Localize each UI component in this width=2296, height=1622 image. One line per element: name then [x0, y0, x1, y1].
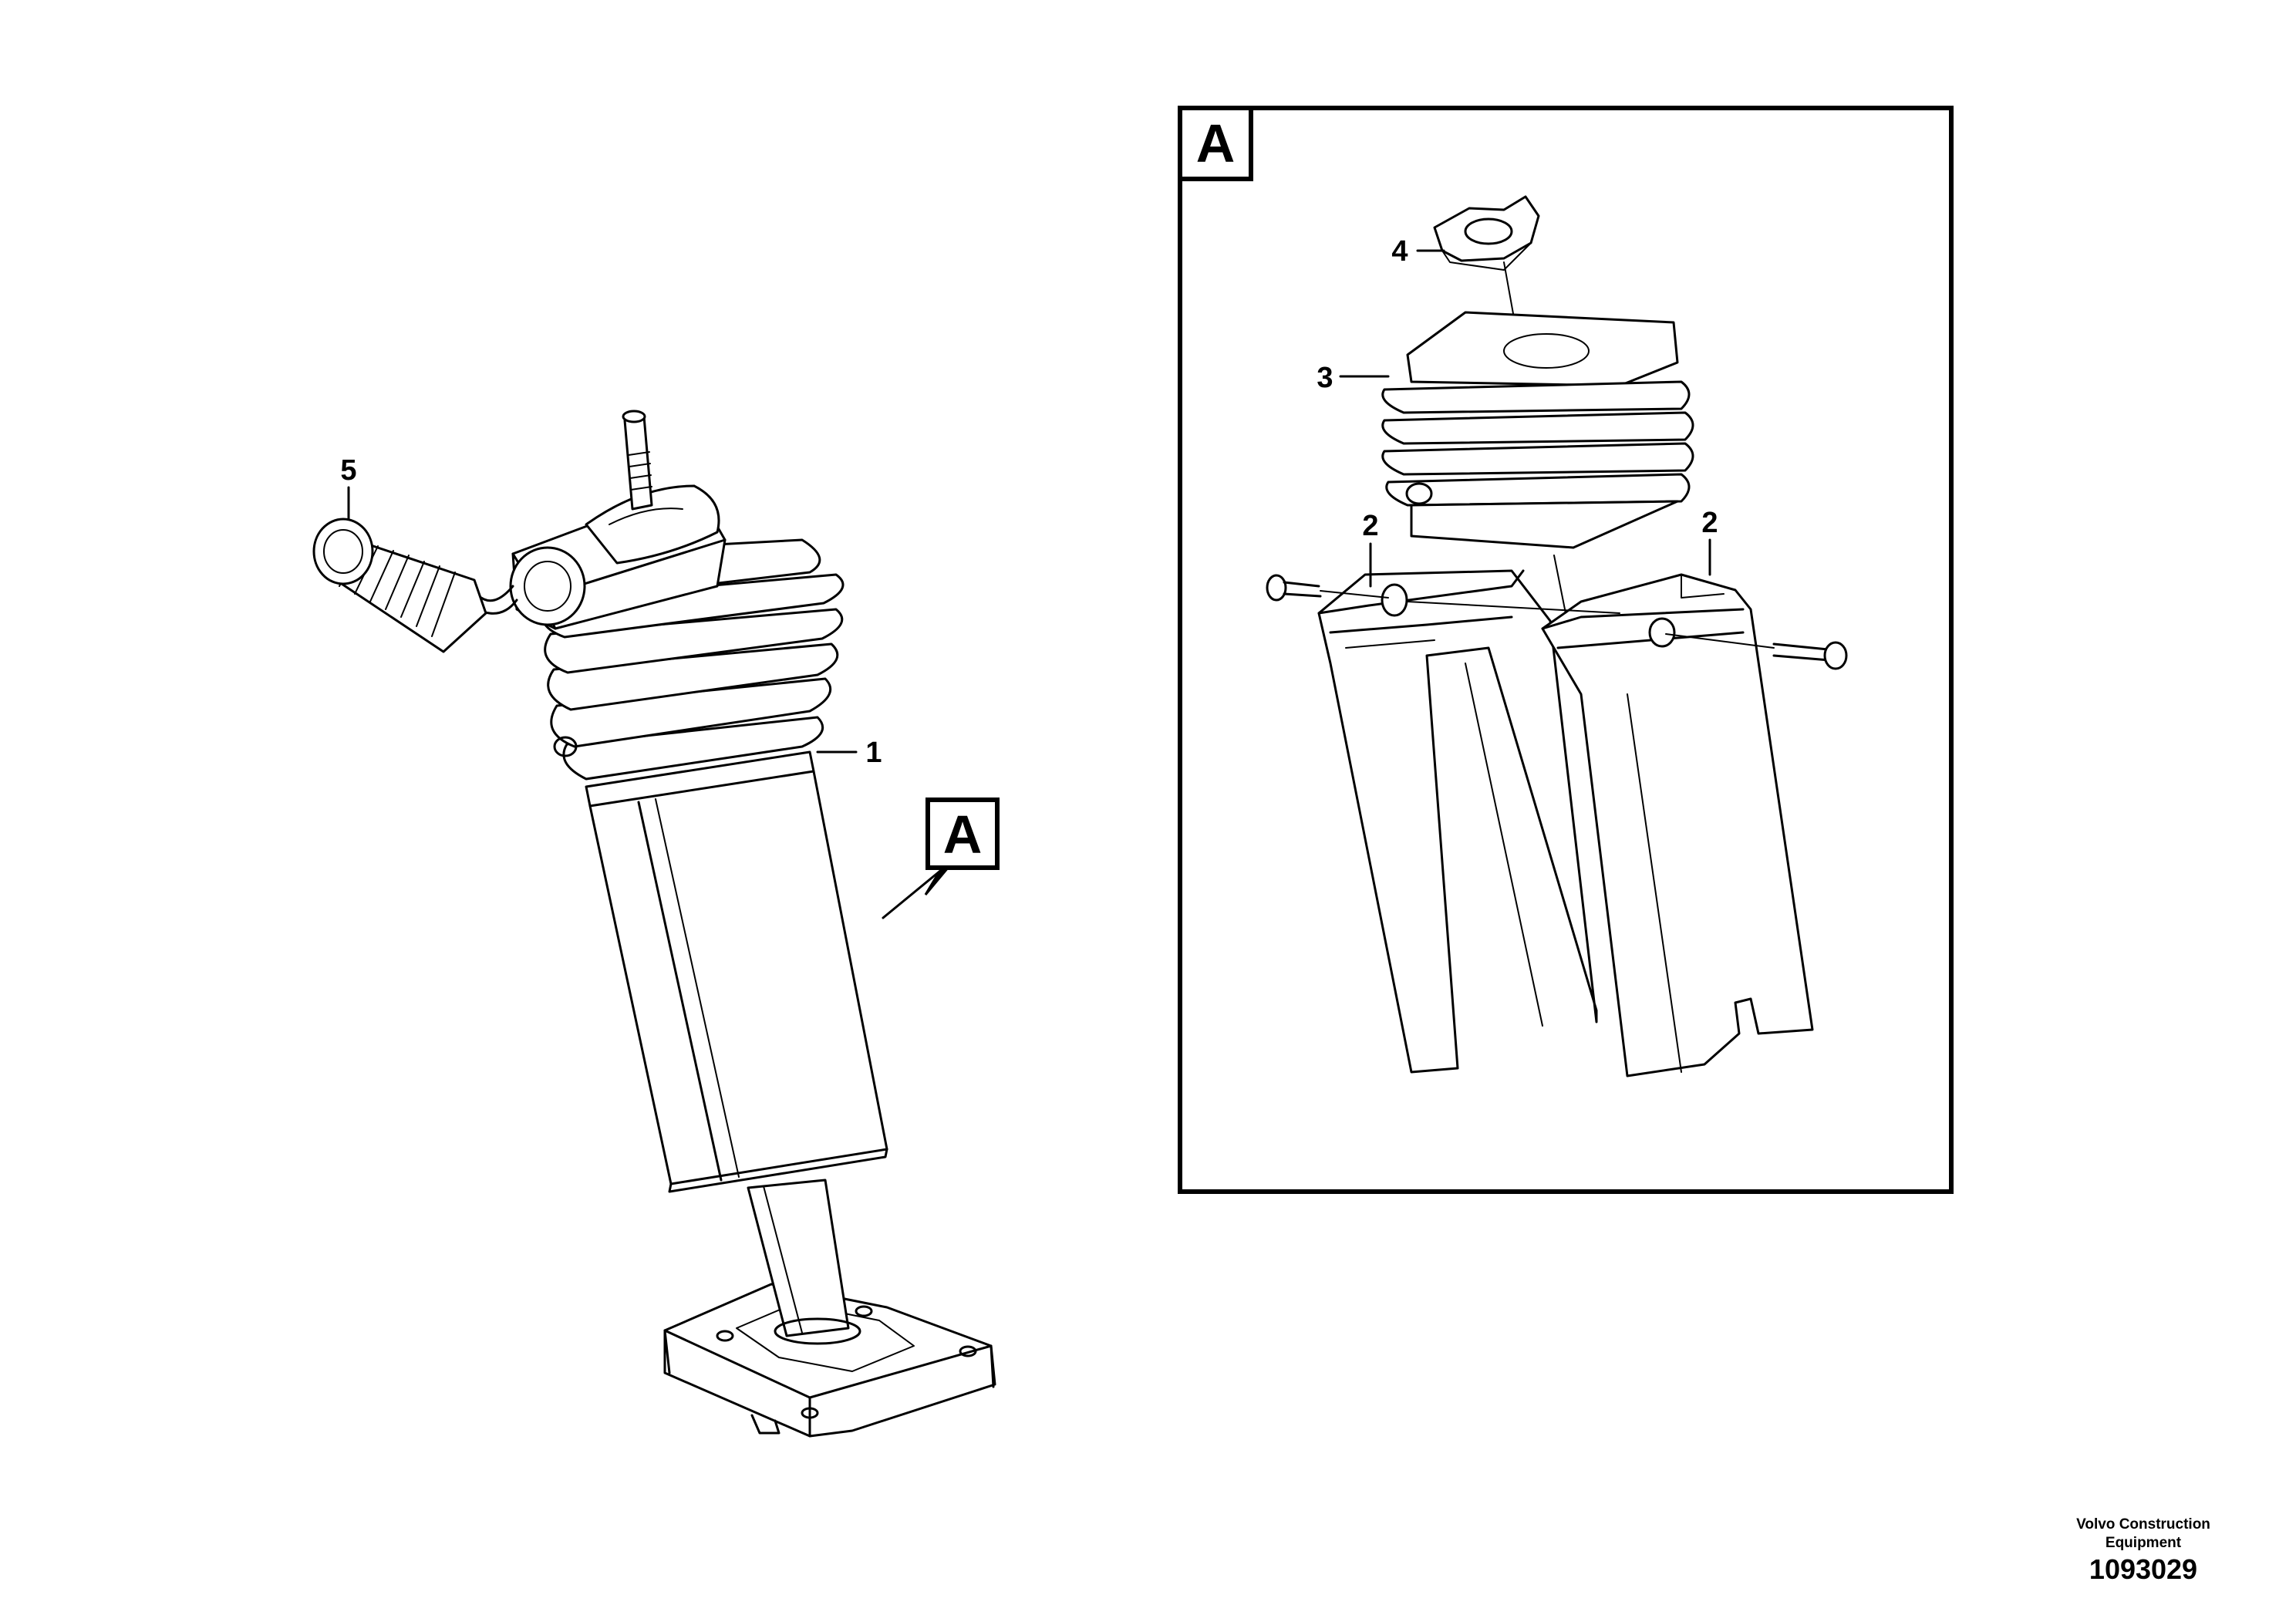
lever-shaft: [747, 1179, 861, 1345]
manufacturer-line-2: Equipment: [2105, 1535, 2182, 1551]
handle-grip: [312, 518, 518, 653]
housing-half-left: [1317, 569, 1598, 1074]
callout-2-right: 2: [1701, 507, 1718, 539]
retainer-clip: [1433, 195, 1540, 271]
housing-half-right: [1541, 573, 1814, 1077]
callout-5: 5: [340, 454, 356, 487]
illustration-footer: Volvo Construction Equipment 1093029: [2058, 1516, 2228, 1587]
control-lever-assembly: [312, 410, 1000, 1438]
boot-housing: [585, 750, 888, 1193]
view-a-pointer-label: A: [943, 804, 983, 865]
screw-left: [1266, 574, 1389, 602]
screw-right: [1665, 633, 1848, 670]
callout-2-left: 2: [1362, 510, 1378, 542]
upper-bellows: [1381, 311, 1694, 549]
view-a-detail-label: A: [1196, 113, 1236, 174]
mounting-plate: [663, 1283, 996, 1438]
callout-4: 4: [1391, 235, 1408, 268]
detail-view-a: [1178, 106, 1954, 1194]
callout-3: 3: [1317, 362, 1333, 394]
callout-1: 1: [865, 737, 882, 769]
top-pin: [622, 410, 653, 511]
illustration-number: 1093029: [2089, 1553, 2198, 1585]
lever-head: [509, 484, 727, 630]
manufacturer-line-1: Volvo Construction: [2076, 1516, 2210, 1533]
